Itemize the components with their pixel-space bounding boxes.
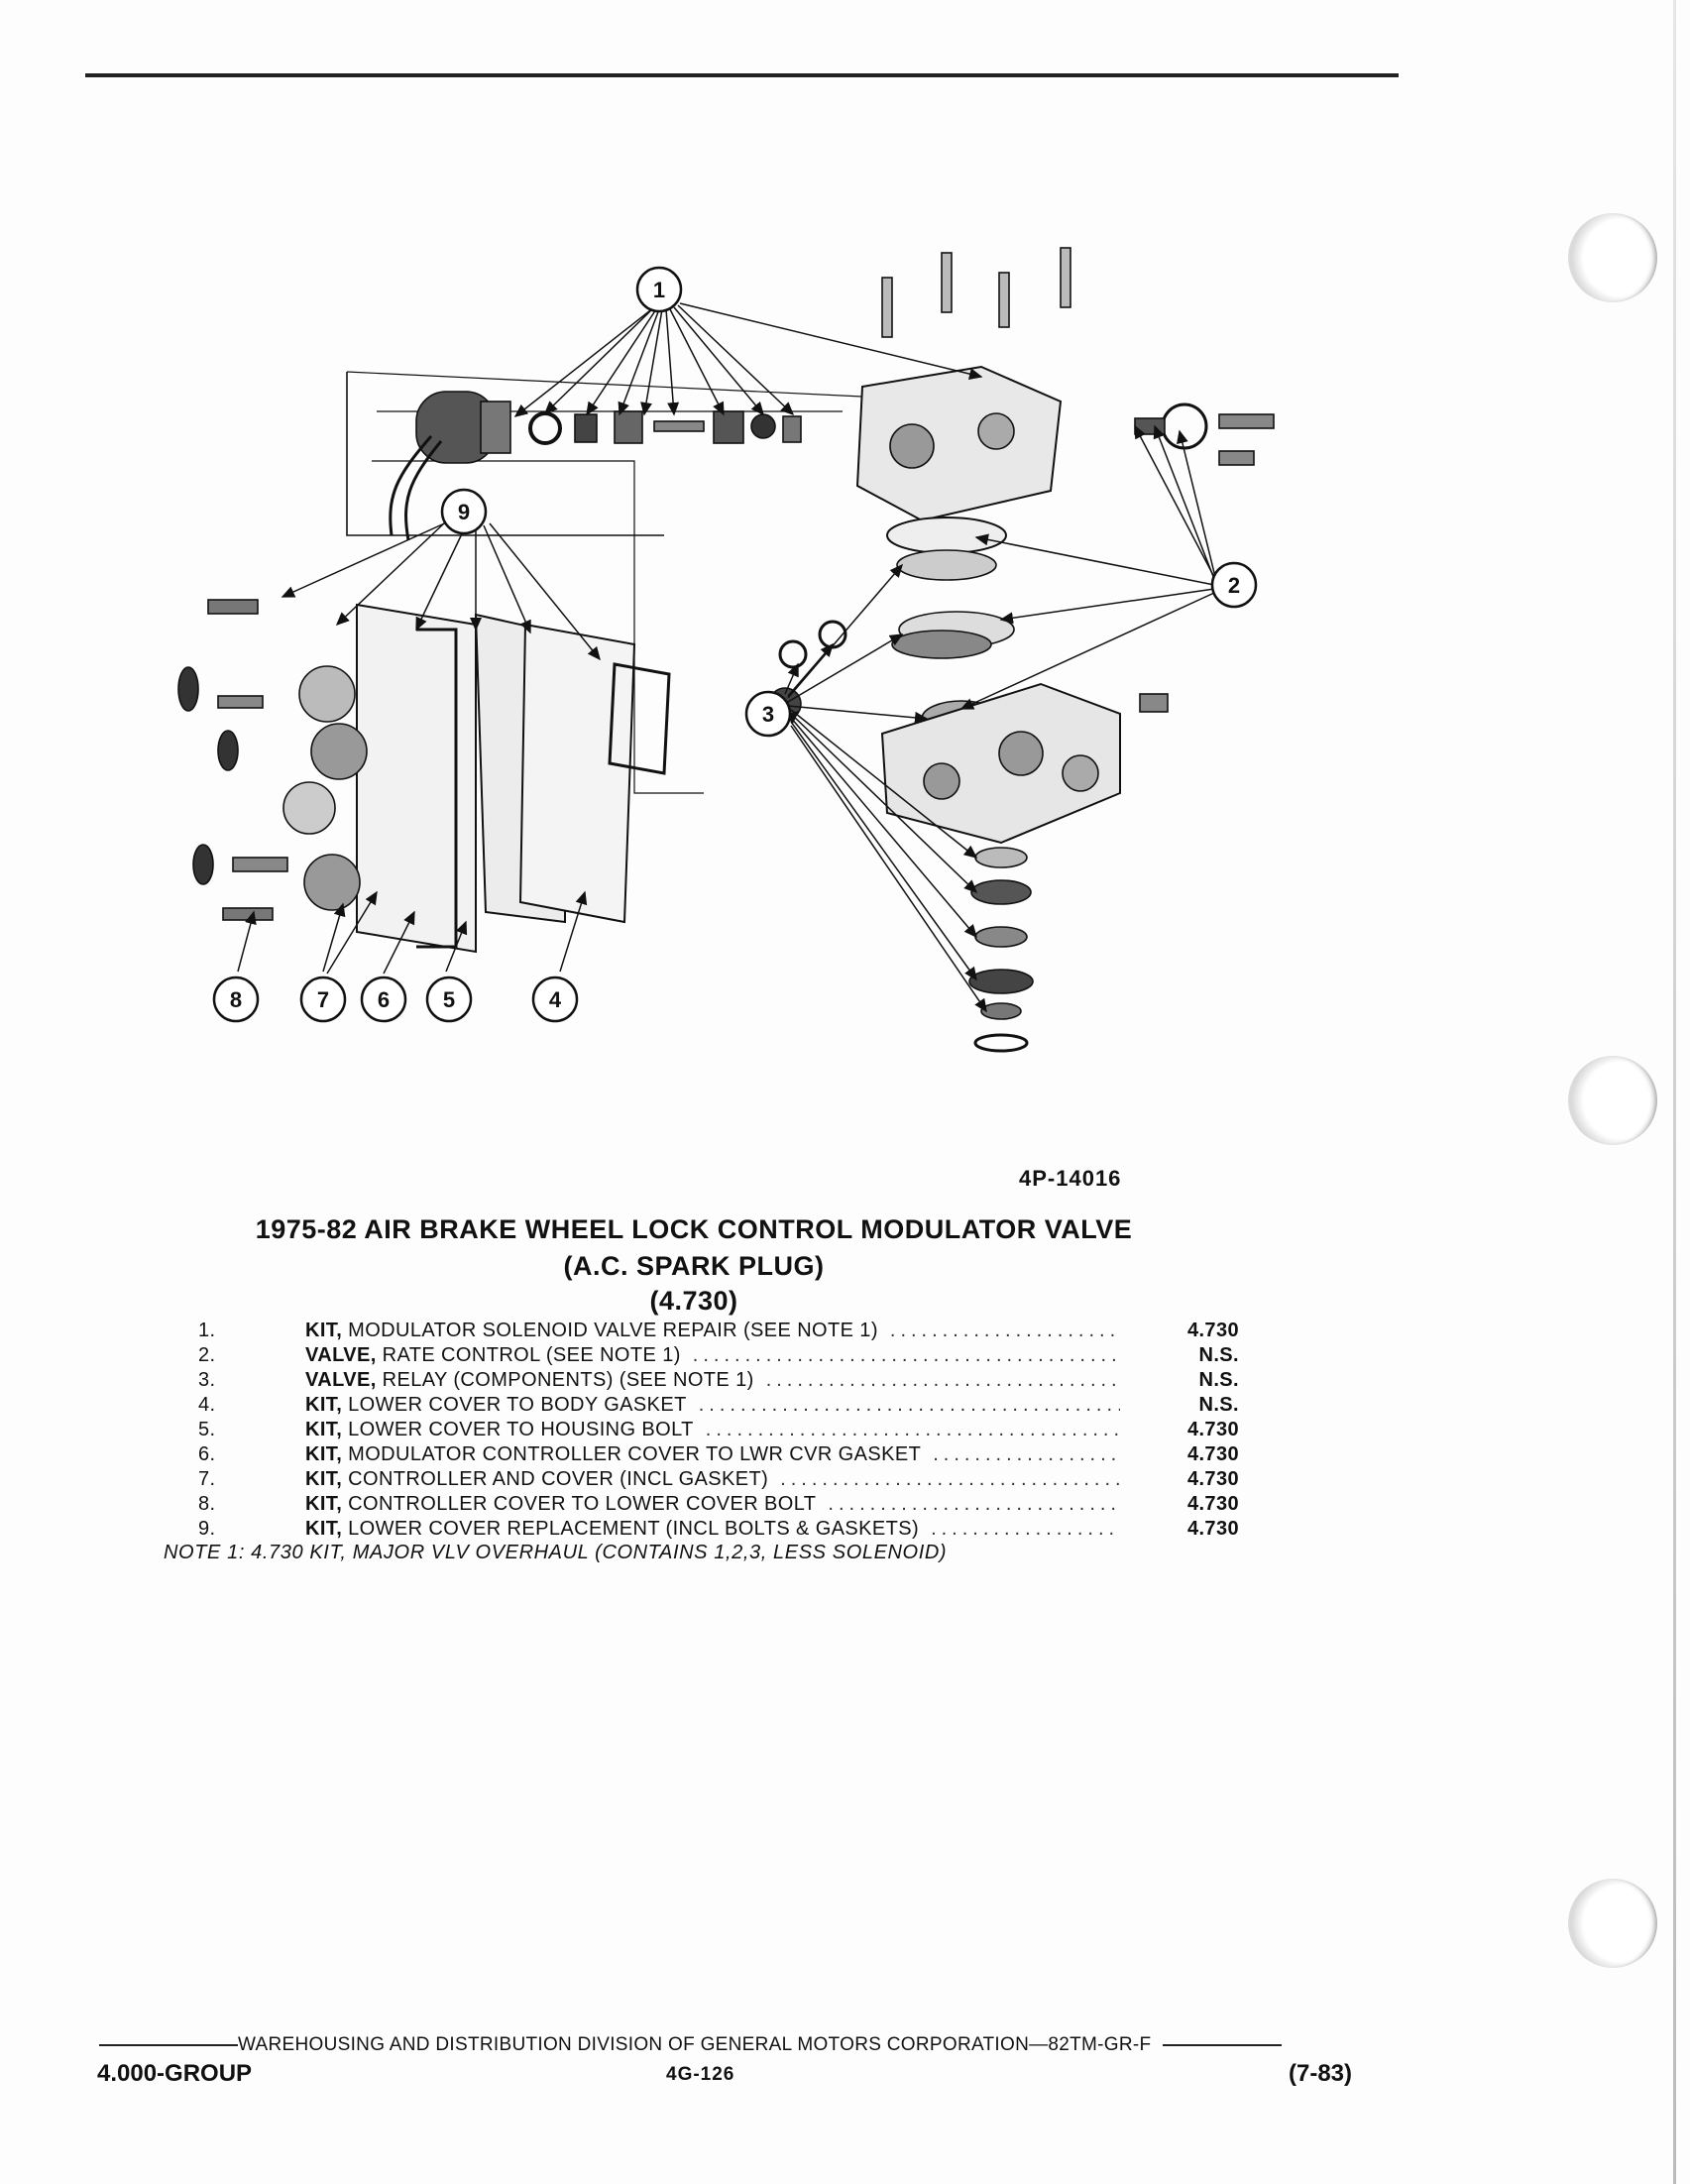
item-description: CONTROLLER AND COVER (INCL GASKET) — [348, 1468, 769, 1490]
item-group: 4.730 — [1186, 1320, 1239, 1341]
item-number: 1. — [198, 1320, 216, 1341]
leader-dots: ........................................… — [698, 1394, 1120, 1416]
item-keyword: VALVE, — [305, 1344, 377, 1366]
item-description: CONTROLLER COVER TO LOWER COVER BOLT — [348, 1493, 817, 1515]
footer-division-line: WAREHOUSING AND DISTRIBUTION DIVISION OF… — [99, 2034, 1348, 2056]
item-number: 4. — [198, 1394, 216, 1416]
page-title: 1975-82 AIR BRAKE WHEEL LOCK CONTROL MOD… — [255, 1214, 1133, 1244]
item-group: N.S. — [1198, 1344, 1239, 1366]
item-number: 2. — [198, 1344, 216, 1366]
item-group: 4.730 — [1186, 1443, 1239, 1465]
item-group: 4.730 — [1186, 1419, 1239, 1440]
footer-rule-right — [1163, 2044, 1283, 2046]
item-description: LOWER COVER TO BODY GASKET — [348, 1394, 687, 1416]
page-edge — [1673, 0, 1676, 2184]
item-description: MODULATOR SOLENOID VALVE REPAIR (SEE NOT… — [348, 1320, 878, 1341]
item-keyword: KIT, — [305, 1320, 343, 1341]
footer-division: WAREHOUSING AND DISTRIBUTION DIVISION OF… — [238, 2034, 1152, 2055]
item-keyword: KIT, — [305, 1443, 343, 1465]
item-number: 5. — [198, 1419, 216, 1440]
item-description: MODULATOR CONTROLLER COVER TO LWR CVR GA… — [348, 1443, 922, 1465]
item-keyword: VALVE, — [305, 1369, 377, 1391]
item-group: N.S. — [1198, 1369, 1239, 1391]
item-keyword: KIT, — [305, 1493, 343, 1515]
footer-date: (7-83) — [1289, 2060, 1353, 2087]
callout-7: 7 — [317, 987, 329, 1012]
item-number: 7. — [198, 1468, 216, 1490]
item-keyword: KIT, — [305, 1468, 343, 1490]
callout-1: 1 — [653, 278, 665, 302]
item-number: 8. — [198, 1493, 216, 1515]
item-description: LOWER COVER REPLACEMENT (INCL BOLTS & GA… — [348, 1518, 920, 1540]
item-group: 4.730 — [1186, 1493, 1239, 1515]
footer-page-number: 4G-126 — [666, 2064, 735, 2085]
figure-number: 4P-14016 — [1019, 1166, 1122, 1191]
binder-hole-middle — [1568, 1056, 1657, 1145]
callout-4: 4 — [549, 987, 562, 1012]
list-item: 3. VALVE, RELAY (COMPONENTS) (SEE NOTE 1… — [198, 1369, 1239, 1394]
item-number: 3. — [198, 1369, 216, 1391]
leader-dots: ........................................… — [931, 1518, 1120, 1540]
item-keyword: KIT, — [305, 1419, 343, 1440]
parts-list: 1. KIT, MODULATOR SOLENOID VALVE REPAIR … — [198, 1320, 1239, 1543]
item-description: RELAY (COMPONENTS) (SEE NOTE 1) — [382, 1369, 754, 1391]
item-group: 4.730 — [1186, 1468, 1239, 1490]
list-item: 2. VALVE, RATE CONTROL (SEE NOTE 1).....… — [198, 1344, 1239, 1369]
callout-3: 3 — [762, 702, 774, 727]
leader-dots: ........................................… — [765, 1369, 1120, 1391]
item-keyword: KIT, — [305, 1394, 343, 1416]
leader-dots: ........................................… — [889, 1320, 1120, 1341]
list-item: 1. KIT, MODULATOR SOLENOID VALVE REPAIR … — [198, 1320, 1239, 1344]
footer-rule-left — [99, 2044, 238, 2046]
list-item: 6. KIT, MODULATOR CONTROLLER COVER TO LW… — [198, 1443, 1239, 1468]
binder-hole-bottom — [1568, 1879, 1657, 1968]
item-description: RATE CONTROL (SEE NOTE 1) — [382, 1344, 681, 1366]
top-rule — [85, 73, 1399, 77]
list-item: 5. KIT, LOWER COVER TO HOUSING BOLT.....… — [198, 1419, 1239, 1443]
list-item: 4. KIT, LOWER COVER TO BODY GASKET......… — [198, 1394, 1239, 1419]
leader-dots: ........................................… — [933, 1443, 1120, 1465]
page-subtitle: (A.C. SPARK PLUG) — [563, 1251, 825, 1281]
footer-group: 4.000-GROUP — [97, 2060, 253, 2087]
list-item: 7. KIT, CONTROLLER AND COVER (INCL GASKE… — [198, 1468, 1239, 1493]
callout-9: 9 — [458, 500, 470, 524]
item-number: 6. — [198, 1443, 216, 1465]
leader-dots: ........................................… — [692, 1344, 1120, 1366]
note-1: NOTE 1: 4.730 KIT, MAJOR VLV OVERHAUL (C… — [164, 1542, 948, 1563]
list-item: 8. KIT, CONTROLLER COVER TO LOWER COVER … — [198, 1493, 1239, 1518]
callout-5: 5 — [443, 987, 455, 1012]
leader-dots: ........................................… — [705, 1419, 1120, 1440]
leader-dots: ........................................… — [780, 1468, 1120, 1490]
callout-2: 2 — [1228, 573, 1240, 598]
item-description: LOWER COVER TO HOUSING BOLT — [348, 1419, 694, 1440]
group-number: (4.730) — [649, 1286, 738, 1316]
callout-6: 6 — [378, 987, 390, 1012]
item-number: 9. — [198, 1518, 216, 1540]
binder-hole-top — [1568, 213, 1657, 302]
item-keyword: KIT, — [305, 1518, 343, 1540]
exploded-view-diagram: 1 2 3 4 5 6 7 8 9 — [177, 247, 1275, 1053]
leader-dots: ........................................… — [828, 1493, 1120, 1515]
callout-8: 8 — [230, 987, 242, 1012]
list-item: 9. KIT, LOWER COVER REPLACEMENT (INCL BO… — [198, 1518, 1239, 1543]
item-group: 4.730 — [1186, 1518, 1239, 1540]
item-group: N.S. — [1198, 1394, 1239, 1416]
